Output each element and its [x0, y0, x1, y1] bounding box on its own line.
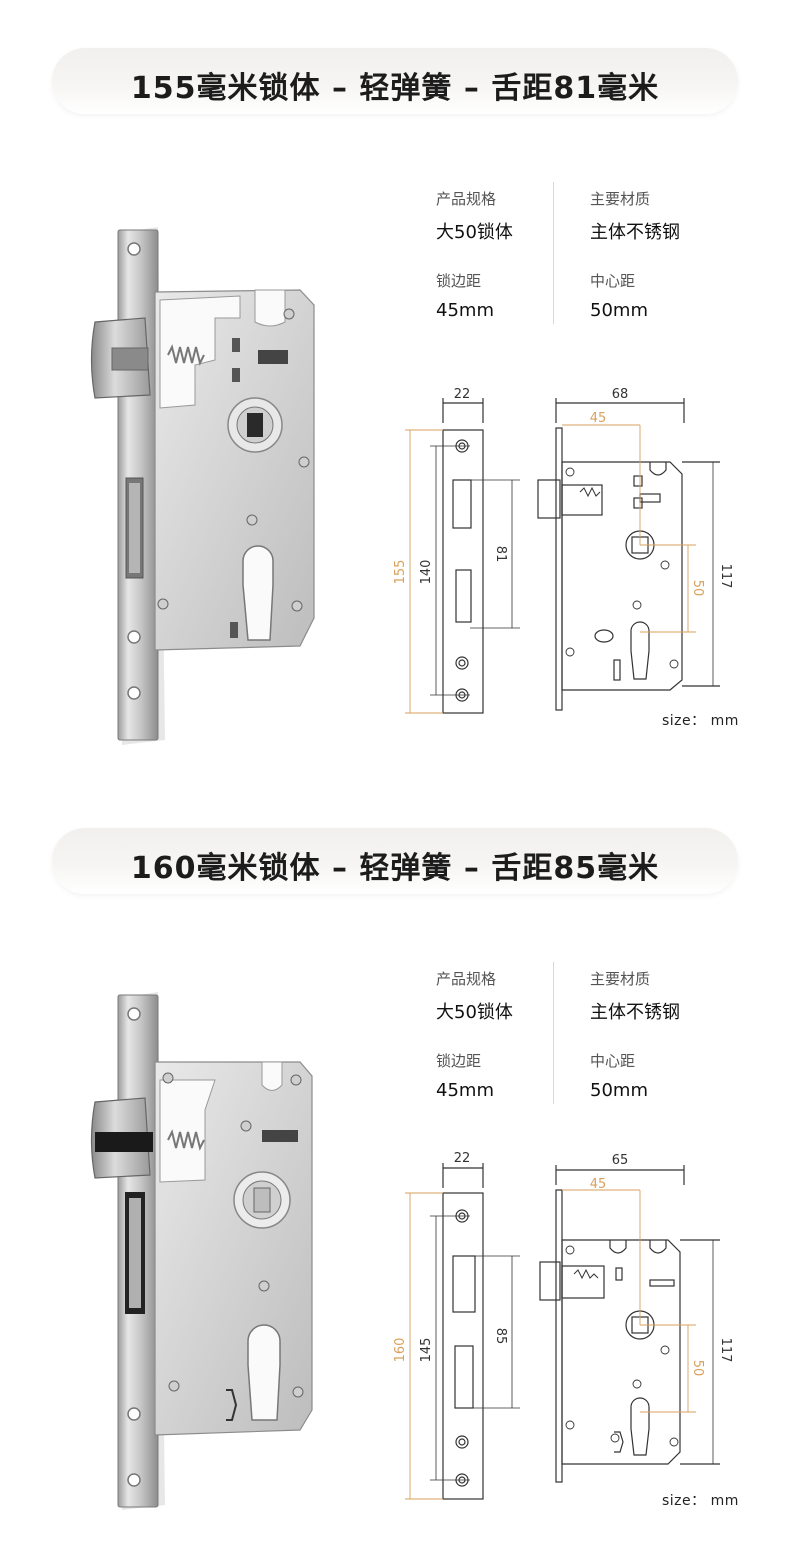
- dim-latch-distance: 85: [493, 1328, 508, 1345]
- spec-value: 主体不锈钢: [590, 1002, 680, 1023]
- dim-center: 50: [690, 580, 705, 597]
- spec-value: 主体不锈钢: [590, 222, 680, 243]
- spec-value: 大50锁体: [436, 1002, 513, 1023]
- lock-body-photo: [90, 227, 315, 745]
- spec-material: 主要材质 主体不锈钢: [590, 968, 680, 1024]
- size-unit-note: size： mm: [662, 713, 739, 729]
- dim-body-height: 117: [718, 564, 733, 589]
- spec-product-size: 产品规格 大50锁体: [436, 188, 513, 244]
- section-title-bar: 160毫米锁体 – 轻弹簧 – 舌距85毫米: [52, 828, 738, 894]
- section-title-bar: 155毫米锁体 – 轻弹簧 – 舌距81毫米: [52, 48, 738, 114]
- dim-faceplate-width: 22: [454, 387, 471, 402]
- spec-value: 45mm: [436, 300, 494, 321]
- lock-body-photo: [90, 992, 313, 1510]
- dim-latch-distance: 81: [493, 546, 508, 563]
- spec-center-distance: 中心距 50mm: [590, 1050, 648, 1101]
- dim-backset: 45: [590, 411, 607, 426]
- product-section-2: 160毫米锁体 – 轻弹簧 – 舌距85毫米 产品规格 大50锁体: [0, 780, 790, 1560]
- dim-backset: 45: [590, 1177, 607, 1192]
- spec-material: 主要材质 主体不锈钢: [590, 188, 680, 244]
- section-title: 160毫米锁体 – 轻弹簧 – 舌距85毫米: [130, 851, 660, 886]
- section-title: 155毫米锁体 – 轻弹簧 – 舌距81毫米: [130, 71, 660, 106]
- size-unit-note: size： mm: [662, 1493, 739, 1509]
- dimension-drawing: 22 160 145 85: [393, 1151, 733, 1500]
- spec-backset: 锁边距 45mm: [436, 270, 494, 321]
- dim-body-width: 65: [612, 1153, 629, 1168]
- spec-label: 锁边距: [436, 1052, 482, 1070]
- dim-case-length: 140: [419, 560, 434, 585]
- spec-label: 中心距: [590, 272, 636, 290]
- product-section-1: 155毫米锁体 – 轻弹簧 – 舌距81毫米: [0, 0, 790, 780]
- dim-faceplate-length: 155: [393, 560, 408, 585]
- spec-label: 主要材质: [590, 190, 651, 208]
- dim-center: 50: [690, 1360, 705, 1377]
- dimension-drawing: 22 155 140 81: [393, 387, 733, 714]
- spec-label: 锁边距: [436, 272, 482, 290]
- spec-divider: [553, 182, 554, 324]
- dim-body-width: 68: [612, 387, 629, 402]
- spec-label: 主要材质: [590, 970, 651, 988]
- spec-label: 产品规格: [436, 970, 497, 988]
- dim-faceplate-width: 22: [454, 1151, 471, 1166]
- spec-product-size: 产品规格 大50锁体: [436, 968, 513, 1024]
- spec-center-distance: 中心距 50mm: [590, 270, 648, 321]
- spec-divider: [553, 962, 554, 1104]
- spec-label: 产品规格: [436, 190, 497, 208]
- spec-label: 中心距: [590, 1052, 636, 1070]
- spec-value: 大50锁体: [436, 222, 513, 243]
- spec-backset: 锁边距 45mm: [436, 1050, 494, 1101]
- spec-value: 45mm: [436, 1080, 494, 1101]
- dim-body-height: 117: [718, 1338, 733, 1363]
- dim-faceplate-length: 160: [393, 1338, 408, 1363]
- spec-value: 50mm: [590, 300, 648, 321]
- spec-value: 50mm: [590, 1080, 648, 1101]
- dim-case-length: 145: [419, 1338, 434, 1363]
